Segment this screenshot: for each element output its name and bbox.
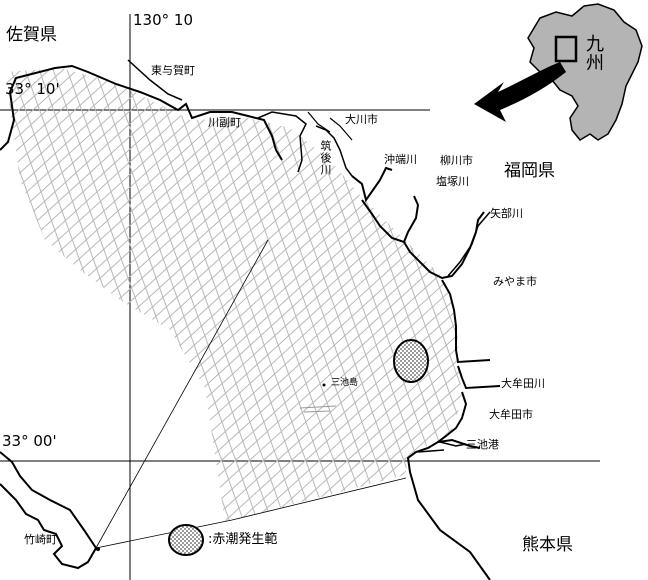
- grid-line: [5, 68, 462, 522]
- inset-label-kyushu: 九州: [583, 34, 604, 72]
- grid-line: [5, 68, 141, 522]
- grid-line: [41, 68, 252, 522]
- grid-line: [187, 68, 462, 522]
- place-higashi-yoga: 東与賀町: [151, 64, 195, 77]
- place-miike-island: 三池島: [331, 378, 359, 388]
- grid-line: [630, 0, 648, 580]
- legend-label: :赤潮発生範: [208, 532, 278, 547]
- grid-line: [201, 68, 462, 522]
- place-yanagawa: 柳川市: [440, 154, 473, 167]
- river-shiozuka: 塩塚川: [436, 175, 469, 188]
- shoal-marks: [299, 405, 337, 413]
- prefecture-saga: 佐賀県: [6, 25, 57, 45]
- latitude-label-south: 33° 00': [2, 432, 57, 450]
- boundary-line: [95, 239, 407, 549]
- longitude-label: 130° 10: [133, 11, 193, 29]
- grid-line: [5, 68, 225, 522]
- grid-line: [5, 68, 462, 522]
- grid-line: [644, 0, 648, 580]
- latitude-label-north: 33° 10': [5, 80, 60, 98]
- place-miyama: みやま市: [493, 275, 537, 288]
- grid-line: [5, 68, 169, 522]
- place-okawa: 大川市: [345, 113, 378, 126]
- place-miike-port: 三池港: [466, 438, 499, 451]
- grid-line: [159, 68, 462, 522]
- grid-line: [117, 68, 462, 522]
- prefecture-kumamoto: 熊本県: [522, 535, 573, 555]
- grid-line: [5, 68, 462, 522]
- grid-line: [636, 0, 648, 580]
- coastline-south: [0, 451, 98, 570]
- grid-line: [5, 68, 197, 522]
- river-yabe-line: [447, 211, 491, 277]
- grid-line: [229, 68, 462, 522]
- grid-line: [83, 68, 294, 522]
- grid-line: [145, 68, 462, 522]
- place-kawazoe: 川副町: [208, 116, 241, 129]
- grid-line: [257, 68, 462, 522]
- breakwater-miike: [417, 441, 467, 453]
- legend-symbol: [168, 524, 204, 556]
- river-chikugo: 筑後川: [319, 140, 332, 176]
- prefecture-fukuoka: 福岡県: [504, 161, 555, 181]
- grid-line: [243, 68, 462, 522]
- place-takezaki: 竹崎町: [24, 533, 57, 546]
- grid-line: [5, 68, 211, 522]
- grid-line: [5, 68, 183, 522]
- grid-line: [55, 68, 266, 522]
- river-okibata: 沖端川: [384, 153, 417, 166]
- inset-arrow: [474, 62, 566, 122]
- place-omuta: 大牟田市: [489, 408, 533, 421]
- grid-line: [173, 68, 462, 522]
- red-tide-area: [393, 339, 429, 383]
- coast-okawa: [257, 111, 353, 177]
- coast-higashi-yoga: [127, 59, 183, 101]
- grid-line: [5, 68, 462, 522]
- coastline-saga: [0, 64, 283, 161]
- grid-line: [5, 68, 462, 522]
- inset-kyushu: [474, 3, 643, 141]
- inset-locator-box: [554, 35, 578, 63]
- river-chikugo-banks: [307, 111, 353, 141]
- grid-line: [5, 68, 239, 522]
- takezaki-mark: [96, 547, 100, 551]
- coastline-fukuoka: [351, 166, 501, 580]
- river-omutagawa: 大牟田川: [501, 377, 545, 390]
- grid-line: [5, 68, 435, 522]
- grid-line: [97, 68, 308, 522]
- river-yabe: 矢部川: [490, 207, 523, 220]
- grid-line: [5, 68, 127, 522]
- grid-line: [215, 68, 462, 522]
- grid-line: [5, 68, 421, 522]
- grid-line: [69, 68, 280, 522]
- grid-line: [5, 68, 155, 522]
- miike-island-mark: [322, 383, 326, 387]
- grid-line: [5, 68, 462, 522]
